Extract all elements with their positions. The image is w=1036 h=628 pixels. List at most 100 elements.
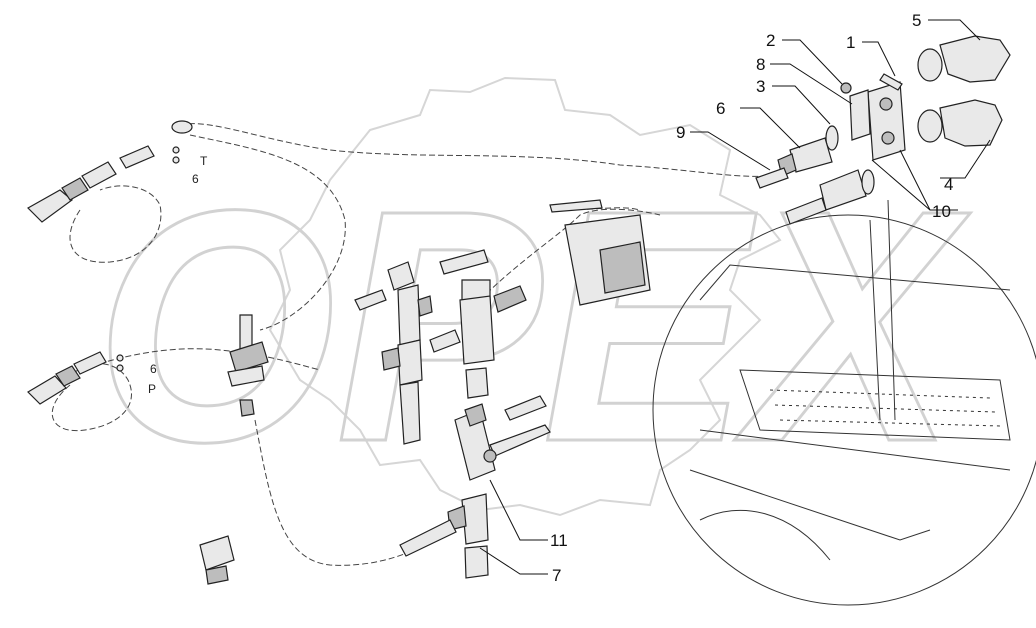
detail-circle: [652, 214, 1036, 606]
clip-3-lower: [861, 169, 875, 195]
coupling-body: [27, 189, 73, 223]
seal-ball-a: [172, 146, 180, 154]
leader-5: [928, 19, 981, 41]
callout-4: 4: [944, 175, 953, 194]
nipple-hose-mid: [354, 289, 387, 311]
coupling-lower-left: [27, 351, 124, 405]
elbow-body: [199, 535, 235, 571]
detail-view: [652, 199, 1036, 606]
coupling-fitting: [73, 351, 107, 375]
nipple-lower: [785, 197, 827, 225]
seal-ball-d: [116, 364, 124, 372]
hose-end-bottom: [399, 519, 457, 557]
bracket-hole-b: [881, 131, 895, 145]
coupling-body: [27, 375, 67, 405]
clamp-plate: [227, 365, 265, 387]
valve-port: [493, 285, 527, 313]
frame-lower-curve: [699, 509, 831, 561]
leader-4: [940, 139, 991, 179]
frame-rail-mid: [699, 429, 1011, 471]
callout-6: 6: [716, 99, 725, 118]
snap-ring-4: [917, 109, 943, 143]
mount-block-face: [599, 241, 646, 294]
bracket-left-center: [227, 314, 269, 417]
elbow-bottom-left: [199, 535, 235, 585]
bracket-plate-1: [867, 81, 906, 161]
coupling-nut: [61, 177, 89, 201]
leader-3: [772, 85, 831, 125]
valve-body: [459, 295, 495, 365]
callout-10: 10: [932, 202, 951, 221]
callout-labels: 1 2 3 4 5 6 7 8 9 10 11: [550, 11, 953, 585]
tee-branch-upper: [417, 295, 433, 317]
seal-ball-c: [116, 354, 124, 362]
watermark-logo: OPEX: [94, 76, 973, 517]
leader-1: [862, 41, 896, 77]
callout-1: 1: [846, 33, 855, 52]
frame-lower-beam: [689, 469, 931, 541]
tee-fitting-lower: [397, 339, 423, 386]
bolt-1: [879, 73, 903, 91]
ball-valve-top-port: [464, 403, 487, 427]
leader-8: [770, 63, 853, 105]
valve-block-mount: [549, 199, 651, 306]
coupling-upper-left: [27, 120, 193, 223]
leader-9: [690, 131, 771, 171]
nipple-right: [429, 329, 461, 353]
hose-mark-t-number: 6: [192, 172, 199, 186]
hose-lines: [51, 123, 781, 566]
hose-top-left: [189, 134, 346, 331]
hose-mark-p-letter: P: [148, 382, 156, 396]
watermark-gear: [268, 76, 782, 517]
leader-6a: [740, 107, 801, 149]
hose-left-loop-upper: [69, 185, 162, 263]
callout-7: 7: [552, 566, 561, 585]
tee-fitting-upper: [397, 284, 421, 346]
elbow-fitting-top: [387, 261, 415, 291]
plate-8: [849, 89, 871, 141]
seal-ball-b: [172, 156, 180, 164]
adapter-down: [399, 381, 421, 445]
clip-3: [825, 125, 839, 151]
leader-lines: [479, 19, 991, 575]
leader-2: [782, 39, 843, 85]
hose-left-loop-lower: [51, 363, 132, 432]
callout-5: 5: [912, 11, 921, 30]
leader-10b: [871, 159, 931, 211]
hose-mid: [479, 208, 661, 301]
nut-lower: [239, 399, 255, 417]
handle-bolt: [504, 395, 547, 421]
tee-bottom-body: [461, 493, 489, 545]
frame-step: [739, 369, 1011, 441]
callout-11: 11: [550, 531, 568, 550]
coupling-nipple: [119, 145, 155, 169]
tee-branch-lower: [381, 347, 401, 371]
callout-3: 3: [756, 77, 765, 96]
cap-4: [939, 99, 1003, 147]
hose-mark-p-number: 6: [150, 362, 157, 376]
pressure-valve: [439, 249, 527, 399]
cap-5: [939, 35, 1011, 83]
frame-upright: [869, 199, 896, 421]
callout-8: 8: [756, 55, 765, 74]
hose-left-lower: [64, 348, 321, 376]
frame-rail-top: [699, 264, 1011, 301]
valve-fitting-low: [465, 367, 489, 399]
tee-bottom-nut: [464, 545, 489, 579]
ball-valve: [454, 395, 551, 481]
bolt-vertical: [239, 314, 253, 351]
tee-bottom: [399, 493, 489, 579]
ball-valve-stem: [483, 449, 497, 463]
snap-ring-5: [917, 48, 943, 82]
bracket-assembly-right: [755, 35, 1011, 225]
leader-11: [489, 479, 548, 541]
frame-step-holes: [769, 389, 1001, 427]
bracket-hole-a: [879, 97, 893, 111]
mount-stud: [549, 199, 603, 213]
callout-9: 9: [676, 123, 685, 142]
tee-fittings-center: [354, 261, 461, 445]
nut-2: [840, 82, 852, 94]
seal-ring-upper: [171, 120, 193, 134]
coupling-nut: [55, 365, 81, 387]
